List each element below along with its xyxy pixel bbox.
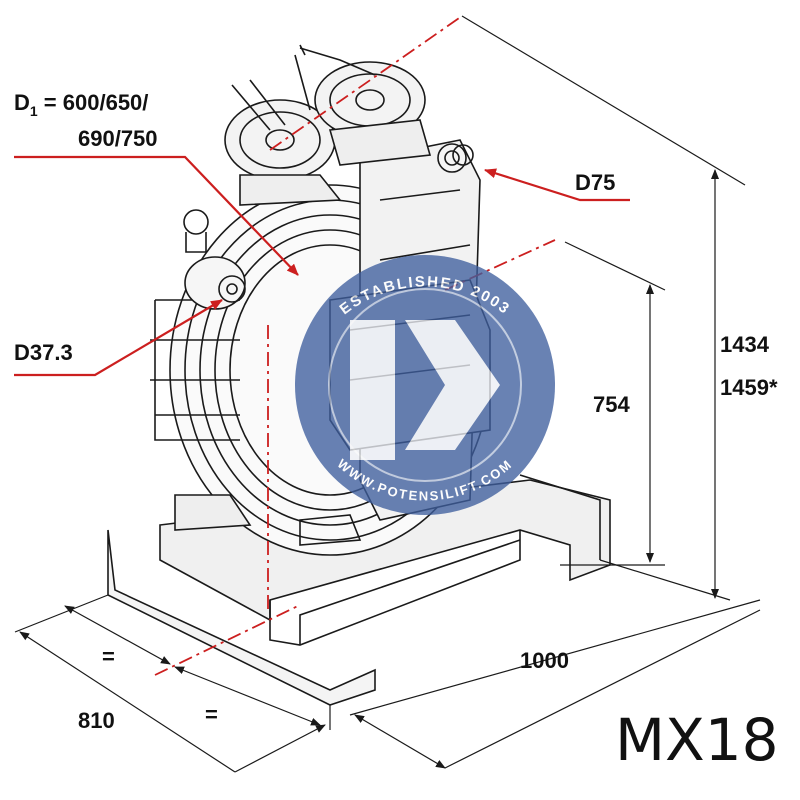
leader-lines bbox=[14, 155, 630, 377]
width-810-label: 810 bbox=[78, 708, 115, 733]
height-1459-label: 1459* bbox=[720, 375, 778, 400]
equal-lower-label: = bbox=[205, 702, 218, 727]
watermark-mark bbox=[350, 320, 500, 460]
equal-upper-label: = bbox=[102, 644, 115, 669]
height-754-label: 754 bbox=[593, 392, 630, 417]
d75-label: D75 bbox=[575, 170, 615, 195]
height-1434-label: 1434 bbox=[720, 332, 770, 357]
dimension-labels: D1 = 600/650/ 690/750 D75 D37.3 1434 145… bbox=[14, 90, 778, 733]
watermark-disc bbox=[295, 255, 555, 515]
dimension-lines bbox=[14, 15, 761, 773]
d373-label: D37.3 bbox=[14, 340, 73, 365]
d1-label-line2: 690/750 bbox=[78, 126, 158, 151]
model-title: MX18 bbox=[615, 706, 779, 774]
d1-label: D1 = 600/650/ bbox=[14, 90, 148, 119]
width-1000-label: 1000 bbox=[520, 648, 569, 673]
watermark-logo: ESTABLISHED 2003 WWW.POTENSILIFT.COM bbox=[295, 255, 555, 515]
